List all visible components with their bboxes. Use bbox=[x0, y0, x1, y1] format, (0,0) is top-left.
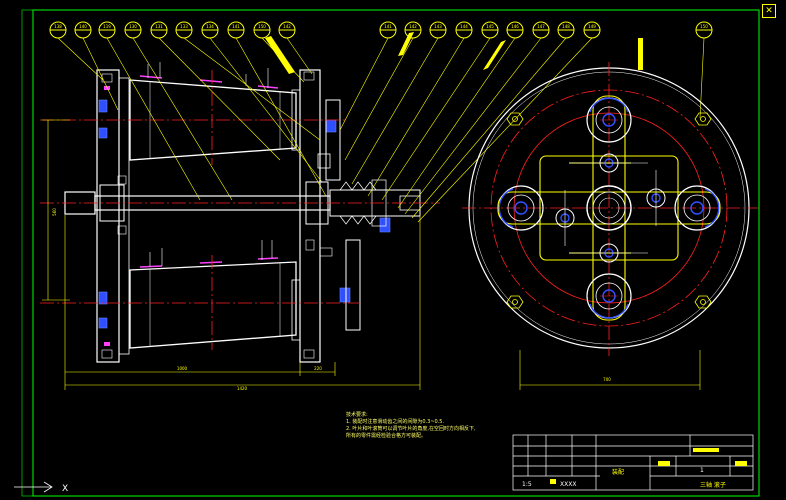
balloons-left bbox=[49, 21, 296, 39]
right-frame-plate bbox=[299, 69, 321, 363]
balloon-label: 149 bbox=[588, 24, 596, 29]
lower-gear bbox=[345, 239, 361, 331]
balloon-label: 140 bbox=[79, 24, 87, 29]
balloon-label: 145 bbox=[486, 24, 494, 29]
drawing-title: 三轴 滚子 bbox=[700, 481, 726, 489]
balloon-label: 148 bbox=[562, 24, 570, 29]
notes-line: 1. 装配时注意滑动齿之间的间隙为0.3~0.5. bbox=[346, 419, 445, 425]
material-label: 装配 bbox=[612, 468, 624, 476]
balloon-label: 150 bbox=[700, 24, 708, 29]
annotation-flags bbox=[265, 32, 643, 74]
balloon-label: 143 bbox=[434, 24, 442, 29]
balloon-label: 141 bbox=[232, 24, 240, 29]
balloon-label: 146 bbox=[511, 24, 519, 29]
title-block-fills bbox=[550, 448, 747, 484]
balloon-label: 130 bbox=[129, 24, 137, 29]
lower-roller bbox=[129, 261, 297, 349]
unit-name: XXXX bbox=[560, 481, 576, 488]
dimension-lines bbox=[42, 119, 421, 390]
binding-margin bbox=[21, 9, 34, 497]
balloon-label: 144 bbox=[460, 24, 468, 29]
close-icon[interactable]: ✕ bbox=[762, 4, 776, 18]
balloon-label: 141 bbox=[384, 24, 392, 29]
technical-notes: 技术要求: 1. 装配时注意滑动齿之间的间隙为0.3~0.5. 2. 叶片和叶滚… bbox=[346, 412, 476, 440]
centerlines bbox=[40, 70, 440, 350]
dim-overall: 1420 bbox=[237, 386, 248, 391]
end-view bbox=[462, 62, 758, 390]
title-block bbox=[512, 434, 754, 491]
balloon-label: 142 bbox=[283, 24, 291, 29]
upper-gear bbox=[325, 99, 341, 181]
balloon-label: 150 bbox=[258, 24, 266, 29]
balloon-label: 119 bbox=[103, 24, 111, 29]
balloon-label: 142 bbox=[409, 24, 417, 29]
balloon-label: 138 bbox=[54, 24, 62, 29]
balloon-label: 131 bbox=[155, 24, 163, 29]
notes-heading: 技术要求: bbox=[346, 412, 368, 418]
dim-main: 1000 bbox=[177, 366, 188, 371]
balloon-label: 133 bbox=[180, 24, 188, 29]
central-hub bbox=[586, 185, 632, 231]
balloons-mid bbox=[379, 21, 713, 39]
dim-side: 700 bbox=[603, 377, 611, 382]
notes-line: 所有的零件需经检验合格方可装配。 bbox=[346, 433, 427, 439]
ucs-icon: X bbox=[14, 481, 68, 494]
notes-line: 2. 叶片和叶滚筒可以调节叶片的角度,在空回时方向相反下, bbox=[346, 426, 476, 432]
balloon-label: 134 bbox=[206, 24, 214, 29]
svg-text:X: X bbox=[62, 484, 68, 494]
dim-height: 560 bbox=[52, 208, 57, 216]
bolt-holes bbox=[506, 112, 712, 309]
section-view bbox=[40, 62, 440, 390]
upper-roller bbox=[129, 79, 297, 161]
balloon-label: 147 bbox=[537, 24, 545, 29]
count-label: 1 bbox=[700, 467, 704, 474]
scale-label: 1:5 bbox=[522, 481, 532, 488]
leader-lines bbox=[57, 37, 705, 223]
dim-right: 220 bbox=[314, 366, 322, 371]
